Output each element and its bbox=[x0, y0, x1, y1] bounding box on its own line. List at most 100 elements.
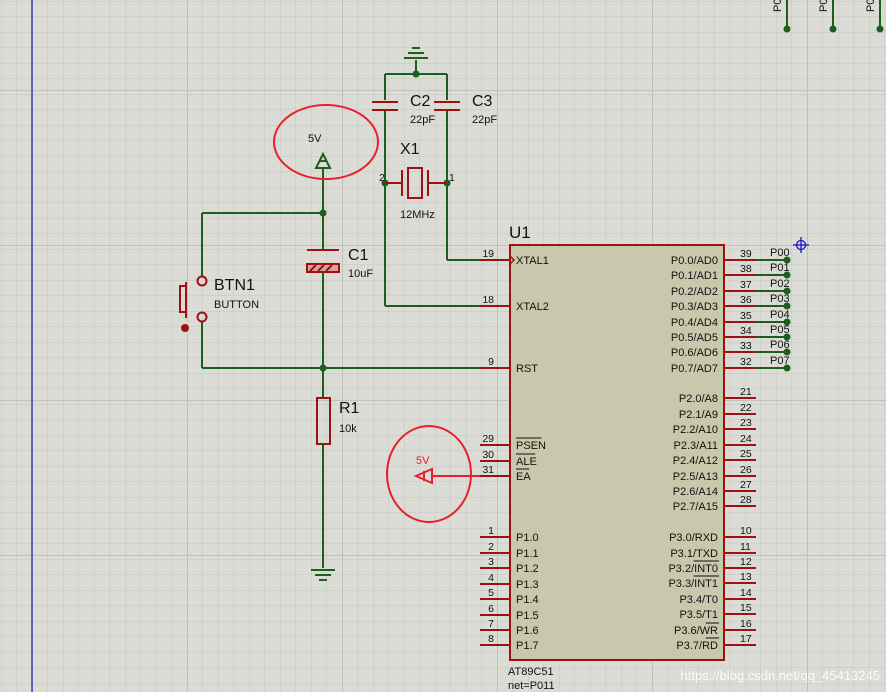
pin-name: P3.4/T0 bbox=[679, 594, 718, 606]
port-net-p05[interactable]: P05 bbox=[756, 324, 791, 341]
pin-name: P3.0/RXD bbox=[669, 532, 718, 544]
top-label-1: P0 bbox=[772, 0, 784, 12]
top-label-3: P0 bbox=[865, 0, 877, 12]
pin-8[interactable]: 8P1.7 bbox=[480, 633, 539, 652]
pin-number: 38 bbox=[740, 263, 752, 275]
pin-name: P3.7/RD bbox=[676, 640, 718, 652]
port-net-p02[interactable]: P02 bbox=[756, 278, 791, 295]
capacitor-c3[interactable]: C3 22pF bbox=[434, 93, 497, 126]
pin-name: P2.0/A8 bbox=[679, 393, 718, 405]
capacitor-c2[interactable]: C2 22pF bbox=[372, 93, 435, 126]
port-net-p04[interactable]: P04 bbox=[756, 309, 791, 326]
pin-number: 19 bbox=[482, 248, 494, 260]
pin-7[interactable]: 7P1.6 bbox=[480, 618, 539, 637]
vcc-top-label: 5V bbox=[308, 133, 322, 145]
pin-number: 22 bbox=[740, 402, 752, 414]
r1-value: 10k bbox=[339, 423, 357, 435]
top-port-stubs: P0 P0 P0 bbox=[772, 0, 884, 33]
port-net-p06[interactable]: P06 bbox=[756, 339, 791, 356]
port-net-p07[interactable]: P07 bbox=[756, 355, 791, 372]
pin-3[interactable]: 3P1.2 bbox=[480, 556, 539, 575]
port-net-p01[interactable]: P01 bbox=[756, 262, 791, 279]
pin-number: 39 bbox=[740, 248, 752, 260]
pin-number: 2 bbox=[488, 541, 494, 553]
c2-ref: C2 bbox=[410, 93, 431, 110]
pin-name: P0.6/AD6 bbox=[671, 347, 718, 359]
reset-circuit[interactable]: 5V C1 10uF BTN1 BUTTON bbox=[179, 104, 480, 581]
pin-number: 7 bbox=[488, 618, 494, 630]
crystal-circuit[interactable]: C2 22pF C3 22pF X1 12MHz 2 1 bbox=[372, 47, 497, 307]
pin-number: 15 bbox=[740, 602, 752, 614]
resistor-r1[interactable]: R1 10k bbox=[316, 397, 360, 445]
pin-name: P1.0 bbox=[516, 532, 539, 544]
pin-number: 12 bbox=[740, 556, 752, 568]
pin-number: 8 bbox=[488, 633, 494, 645]
port-net-p00[interactable]: P00 bbox=[756, 247, 791, 264]
pin-number: 9 bbox=[488, 356, 494, 368]
pin-number: 14 bbox=[740, 587, 752, 599]
vcc-ea-label: 5V bbox=[416, 455, 430, 467]
pin-number: 16 bbox=[740, 618, 752, 630]
ground-symbol-bottom bbox=[311, 569, 335, 581]
crystal-x1[interactable]: X1 12MHz 2 1 bbox=[379, 141, 455, 221]
pin-name: P1.3 bbox=[516, 579, 539, 591]
c1-value: 10uF bbox=[348, 268, 373, 280]
pin-4[interactable]: 4P1.3 bbox=[480, 572, 539, 591]
x1-pin-left: 2 bbox=[379, 172, 385, 184]
pin-number: 33 bbox=[740, 340, 752, 352]
port-net-p03[interactable]: P03 bbox=[756, 293, 791, 310]
port-label: P00 bbox=[770, 247, 790, 259]
pin-number: 31 bbox=[482, 464, 494, 476]
pin-number: 26 bbox=[740, 464, 752, 476]
pin-number: 3 bbox=[488, 556, 494, 568]
ea-power[interactable]: 5V bbox=[386, 425, 480, 523]
watermark: https://blog.csdn.net/qq_45413245 bbox=[681, 668, 881, 683]
crosshair-marker bbox=[793, 237, 809, 253]
pin-number: 34 bbox=[740, 325, 752, 337]
pin-5[interactable]: 5P1.4 bbox=[480, 587, 539, 606]
pin-name: P1.5 bbox=[516, 610, 539, 622]
chip-ref: U1 bbox=[509, 223, 531, 242]
chip-net: net=P011 bbox=[508, 680, 555, 692]
port-label: P06 bbox=[770, 339, 790, 351]
pin-1[interactable]: 1P1.0 bbox=[480, 525, 539, 544]
microcontroller-u1[interactable]: U1 AT89C51 net=P011 19XTAL118XTAL29RST29… bbox=[480, 223, 756, 692]
button-btn1[interactable]: BTN1 BUTTON bbox=[179, 213, 259, 368]
pin-number: 30 bbox=[482, 449, 494, 461]
pin-number: 6 bbox=[488, 603, 494, 615]
pin-2[interactable]: 2P1.1 bbox=[480, 541, 539, 560]
pin-6[interactable]: 6P1.5 bbox=[480, 603, 539, 622]
